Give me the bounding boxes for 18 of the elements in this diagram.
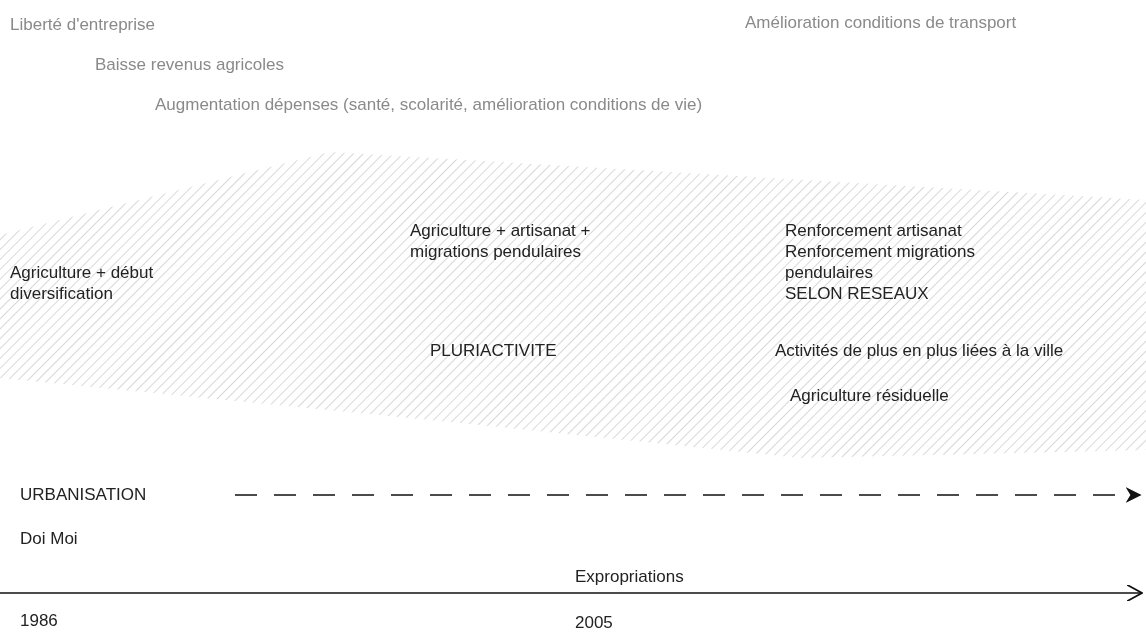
event-label: Expropriations [575,566,684,587]
phase-text: SELON RESEAUX [785,283,930,304]
phase-text: Renforcement artisanat [785,220,963,241]
factor-label: Augmentation dépenses (santé, scolarité, amélioration conditions de vie) [155,94,703,115]
trend-label: URBANISATION [20,484,147,505]
factor-label: Amélioration conditions de transport [745,12,1017,33]
event-label: Doi Moi [20,528,78,549]
year-label: 2005 [575,612,613,633]
phase-text: Agriculture + artisanat + migrations pendulaires [410,220,592,262]
factor-label: Baisse revenus agricoles [95,54,284,75]
phase-text: Activités de plus en plus liées à la ville [775,340,1065,361]
phase-text: Renforcement migrations pendulaires [785,241,976,283]
factor-label: Liberté d'entreprise [10,14,155,35]
year-label: 1986 [20,610,58,631]
phase-text: Agriculture + début diversification [10,262,155,304]
hatched-band [0,150,1146,460]
phase-text: Agriculture résiduelle [790,385,950,406]
phase-text: PLURIACTIVITE [430,340,558,361]
